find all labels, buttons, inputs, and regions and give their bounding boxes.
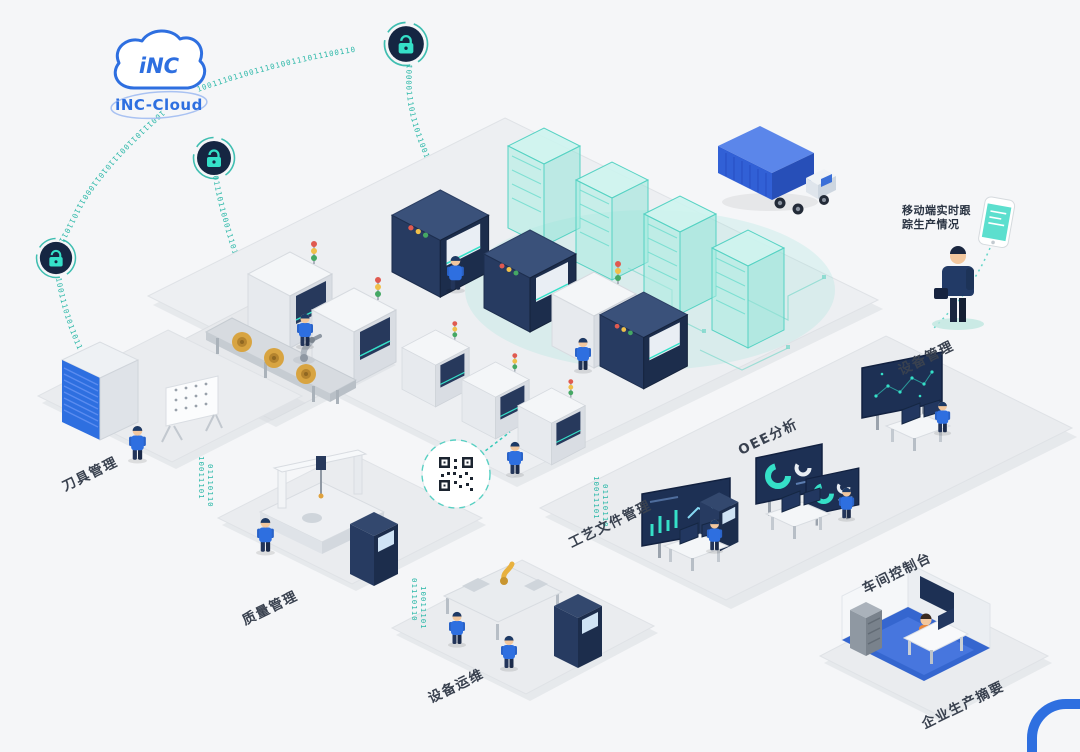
business-person (932, 246, 984, 330)
label-tool-management: 刀具管理 (59, 453, 120, 495)
tool-cabinet (60, 341, 140, 441)
cloud-icon (113, 29, 207, 90)
server-rack (507, 127, 581, 247)
wall-screen (920, 576, 954, 615)
binary-columns: 10011101 01110110 01110110 10011101 1001… (197, 456, 610, 630)
binary-stream: 01110110 (206, 464, 215, 508)
server-rack (575, 161, 649, 281)
machine-shop (204, 189, 689, 478)
logo-orbit (110, 90, 208, 120)
binary-stream: 100111011001110100111011100110 (196, 45, 357, 94)
mobile-note-line2: 踪生产情况 (902, 217, 960, 231)
desk-monitor (938, 608, 954, 630)
tool-pegboard (161, 375, 223, 443)
binary-stream: 10011101 (419, 586, 428, 630)
conveyor (204, 317, 358, 404)
server-rack (711, 229, 785, 349)
enterprise-office (841, 562, 991, 681)
mobile-note-line1: 移动端实时跟 (902, 203, 971, 217)
logo-mark: iNC (139, 54, 180, 78)
logo-name: iNC-Cloud (115, 96, 203, 114)
equipment-maintenance (442, 561, 602, 672)
card-corner-decor (1027, 699, 1080, 752)
label-quality-management: 质量管理 (239, 587, 300, 629)
label-equipment-maintenance: 设备运维 (425, 665, 486, 707)
security-lock-icon (35, 237, 77, 279)
inc-cloud-logo: iNC iNC-Cloud (110, 29, 208, 120)
mobile-tracking: 移动端实时跟 踪生产情况 (902, 196, 1016, 331)
phone-icon (978, 196, 1016, 249)
binary-stream: 10011101 (592, 476, 601, 520)
binary-stream: 01110110 (601, 484, 610, 528)
tool-locker (554, 594, 602, 668)
workbench (442, 561, 564, 640)
binary-stream: 10011101 (197, 456, 206, 500)
quality-management (256, 449, 398, 586)
security-lock-icon (192, 136, 236, 180)
office-desk (902, 619, 970, 653)
server-rack (643, 195, 717, 315)
tool-management (60, 341, 223, 464)
binary-stream: 10011101011011 (54, 277, 85, 352)
binary-stream: 1001110110011101011000111011011 (57, 108, 167, 245)
qr-code (421, 431, 511, 509)
truck (718, 126, 836, 215)
binary-stream: 01110110 (410, 578, 419, 622)
security-lock-icon (383, 21, 429, 67)
gold-parts (232, 332, 316, 384)
control-cabinet (350, 512, 398, 586)
file-cabinet (850, 602, 882, 656)
